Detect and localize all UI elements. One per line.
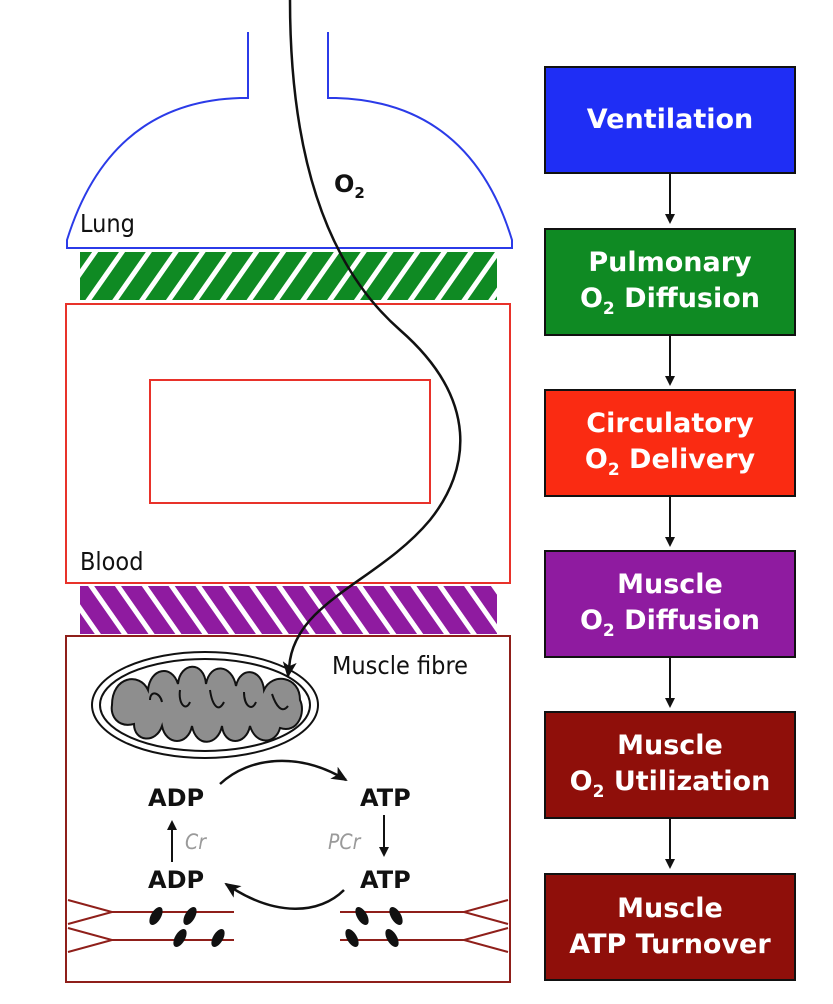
circulatory-delivery-box: Circulatory O2 Delivery (544, 389, 796, 497)
muscle-diffusion-box: Muscle O2 Diffusion (544, 550, 796, 658)
circulatory-box-o: O (584, 443, 608, 475)
muscle-fibre-outline (65, 635, 511, 983)
atp-turnover-box-line1: Muscle (617, 893, 723, 924)
muscle-utilization-box: Muscle O2 Utilization (544, 711, 796, 819)
circulatory-box-line2: Delivery (619, 443, 756, 475)
muscle-utilization-box-line1: Muscle (617, 729, 723, 761)
ventilation-box: Ventilation (544, 66, 796, 174)
pulmonary-box-line1: Pulmonary (588, 246, 752, 278)
muscle-diffusion-box-sub: 2 (602, 620, 615, 641)
atp-to-adp-arrow (224, 882, 345, 910)
pulmonary-box-o: O (579, 282, 603, 314)
myosin-heads (149, 906, 403, 948)
muscle-diffusion-band (80, 586, 497, 634)
blood-label: Blood (80, 547, 143, 576)
oxygen-path-arrow (282, 0, 462, 678)
pulmonary-diffusion-band (80, 252, 497, 300)
muscle-utilization-box-o: O (569, 765, 593, 797)
muscle-diffusion-box-line2: Diffusion (614, 604, 761, 636)
pulmonary-box-line2: Diffusion (614, 282, 761, 314)
lung-label: Lung (80, 209, 135, 238)
ventilation-box-line1: Ventilation (586, 104, 754, 135)
blood-outline (65, 303, 511, 584)
atp-top-label: ATP (360, 784, 411, 812)
cr-label: Cr (185, 830, 207, 854)
pulmonary-box-sub: 2 (602, 298, 615, 319)
muscle-utilization-box-sub: 2 (592, 781, 605, 802)
muscle-utilization-box-line2: Utilization (604, 765, 771, 797)
blood-inner-rect (149, 379, 431, 504)
atp-turnover-box-line2: ATP Turnover (569, 929, 771, 960)
mitochondrion (91, 651, 319, 759)
atp-turnover-box: Muscle ATP Turnover (544, 873, 796, 981)
adp-top-label: ADP (148, 784, 204, 812)
circulatory-box-sub: 2 (607, 459, 620, 480)
muscle-diffusion-box-line1: Muscle (617, 568, 723, 600)
lung-outline (66, 32, 513, 249)
muscle-fibre-label: Muscle fibre (332, 651, 468, 680)
pcr-label: PCr (328, 830, 362, 854)
atp-bottom-label: ATP (360, 866, 411, 894)
o2-label: O2 (334, 170, 365, 202)
pulmonary-diffusion-box: Pulmonary O2 Diffusion (544, 228, 796, 336)
circulatory-box-line1: Circulatory (586, 407, 754, 439)
muscle-diffusion-box-o: O (579, 604, 603, 636)
adp-to-atp-arrow (219, 759, 348, 785)
adp-bottom-label: ADP (148, 866, 204, 894)
